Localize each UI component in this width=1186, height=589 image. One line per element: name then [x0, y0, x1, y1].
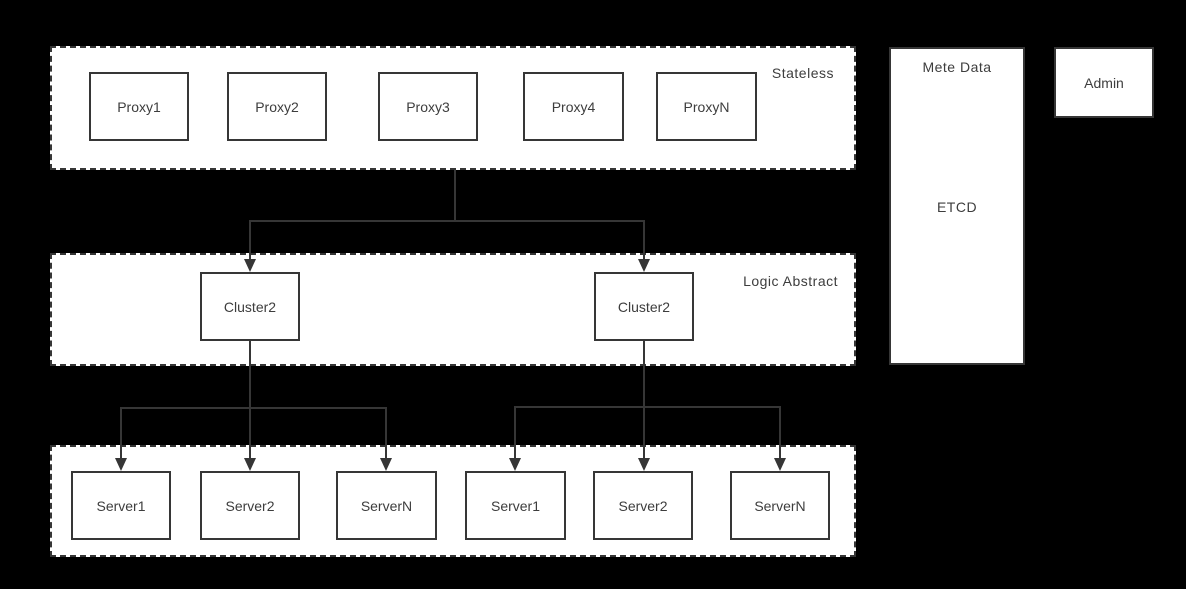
- connector-line: [643, 220, 645, 262]
- connector-line: [514, 406, 781, 408]
- stateless-label: Stateless: [771, 65, 834, 81]
- connector-line: [120, 407, 122, 460]
- connector-line: [120, 407, 387, 409]
- proxyn-node: ProxyN: [656, 72, 757, 141]
- connector-line: [643, 341, 645, 408]
- logic-abstract-group: Logic Abstract: [50, 253, 856, 366]
- connector-line: [779, 406, 781, 460]
- arrow-down-icon: [115, 458, 127, 471]
- server1-right-node: Server1: [465, 471, 566, 540]
- arrow-down-icon: [509, 458, 521, 471]
- proxy2-node: Proxy2: [227, 72, 327, 141]
- connector-line: [249, 341, 251, 409]
- mete-data-title: Mete Data: [922, 59, 992, 75]
- connector-line: [249, 409, 251, 460]
- etcd-label: ETCD: [936, 199, 978, 215]
- server2-left-node: Server2: [200, 471, 300, 540]
- arrow-down-icon: [380, 458, 392, 471]
- arrow-down-icon: [638, 458, 650, 471]
- cluster-right-node: Cluster2: [594, 272, 694, 341]
- proxy3-node: Proxy3: [378, 72, 478, 141]
- arrow-down-icon: [638, 259, 650, 272]
- admin-box: Admin: [1054, 47, 1154, 118]
- servern-right-node: ServerN: [730, 471, 830, 540]
- arrow-down-icon: [244, 259, 256, 272]
- arrow-down-icon: [774, 458, 786, 471]
- proxy4-node: Proxy4: [523, 72, 624, 141]
- cluster-left-node: Cluster2: [200, 272, 300, 341]
- servern-left-node: ServerN: [336, 471, 437, 540]
- server1-left-node: Server1: [71, 471, 171, 540]
- proxy1-node: Proxy1: [89, 72, 189, 141]
- connector-line: [643, 408, 645, 460]
- arrow-down-icon: [244, 458, 256, 471]
- connector-line: [385, 407, 387, 460]
- connector-line: [249, 220, 251, 262]
- connector-line: [454, 170, 456, 221]
- logic-abstract-label: Logic Abstract: [743, 273, 838, 289]
- connector-line: [249, 220, 645, 222]
- mete-data-box: Mete Data ETCD: [889, 47, 1025, 365]
- server-group: [50, 445, 856, 557]
- server2-right-node: Server2: [593, 471, 693, 540]
- connector-line: [514, 406, 516, 460]
